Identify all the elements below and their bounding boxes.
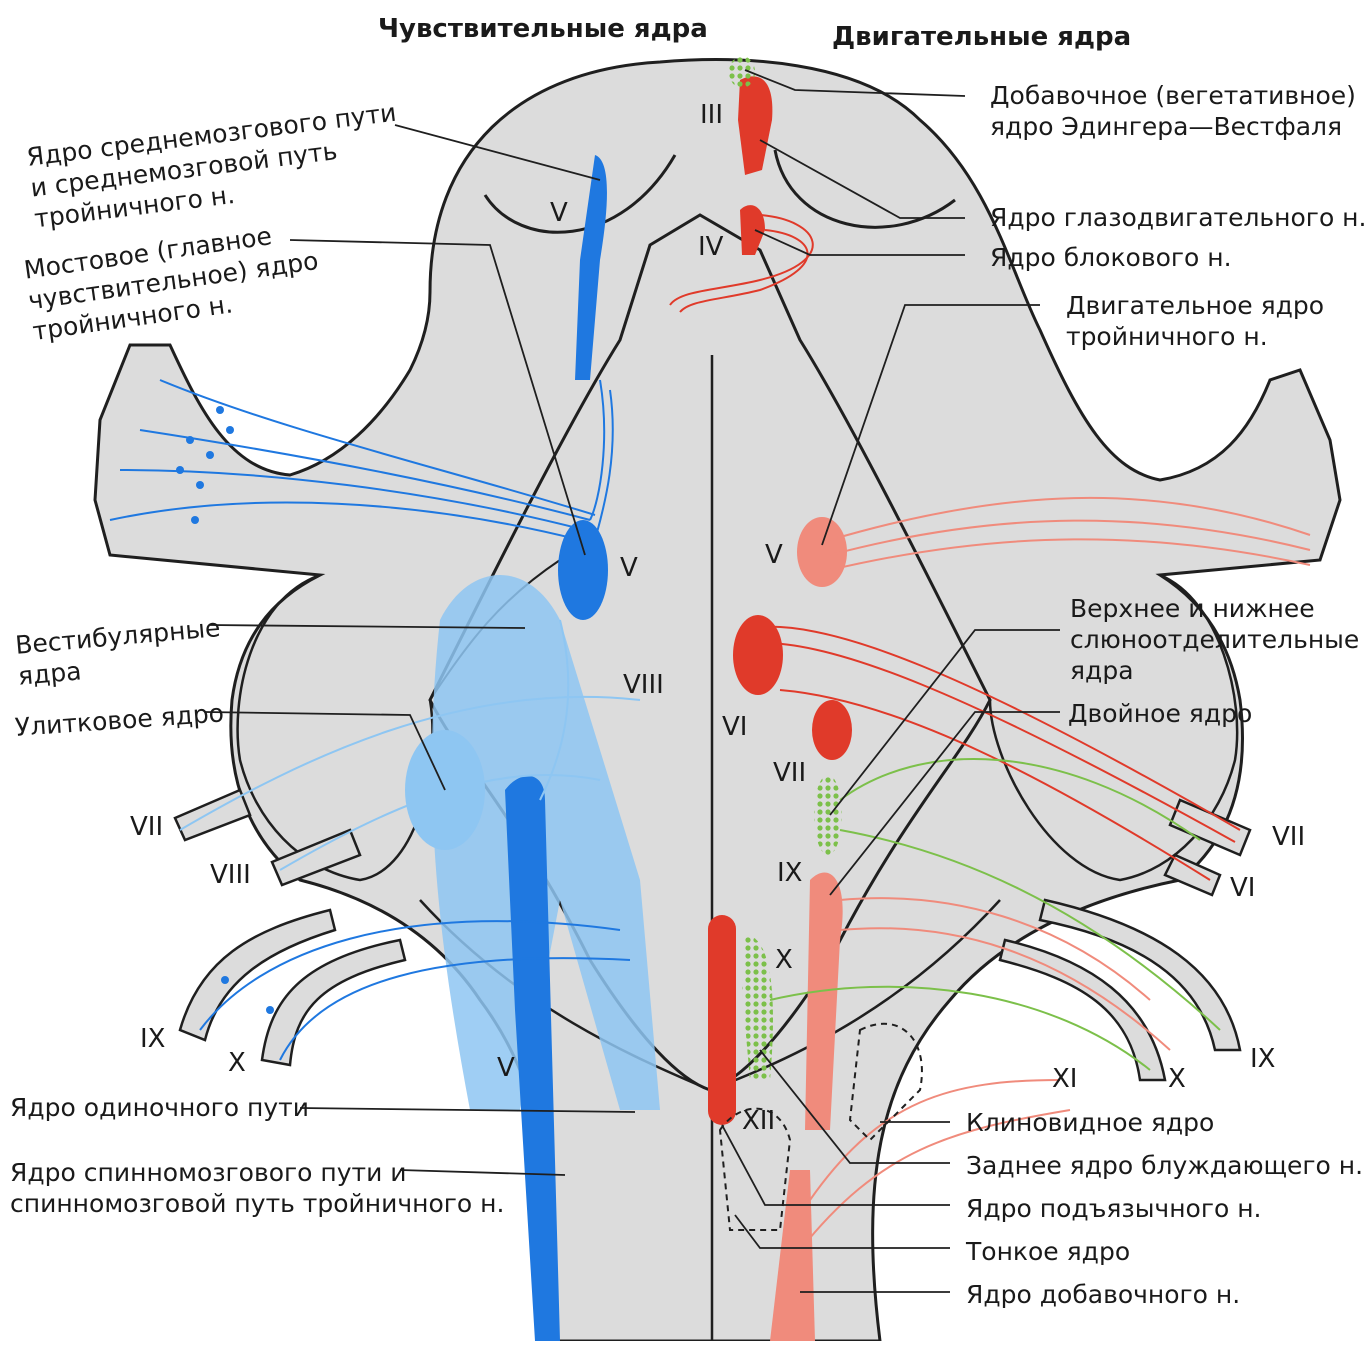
label-edinger-line2: ядро Эдингера—Вестфаля [990, 111, 1356, 142]
label-spinal-line1: Ядро спинномозгового пути и [10, 1157, 504, 1188]
label-salivatory-line3: ядра [1070, 655, 1359, 686]
label-accessory: Ядро добавочного н. [966, 1279, 1240, 1310]
header-sensory: Чувствительные ядра [378, 14, 708, 44]
numeral-V-top: V [550, 198, 568, 228]
label-salivatory-line1: Верхнее и нижнее [1070, 593, 1359, 624]
label-ambiguus: Двойное ядро [1068, 698, 1252, 729]
numeral-IV: IV [698, 232, 723, 262]
label-trochlear: Ядро блокового н. [990, 242, 1232, 273]
numeral-XI: XI [1052, 1064, 1077, 1094]
label-edinger: Добавочное (вегетативное) ядро Эдингера—… [990, 80, 1356, 142]
label-spinal: Ядро спинномозгового пути и спинномозгов… [10, 1157, 504, 1219]
label-trigeminal-motor: Двигательное ядро тройничного н. [1066, 290, 1324, 352]
label-vagus-dorsal: Заднее ядро блуждающего н. [966, 1150, 1363, 1181]
label-cuneate: Клиновидное ядро [966, 1107, 1214, 1138]
numeral-VII-inner: VII [773, 758, 806, 788]
numeral-IX-right: IX [1250, 1044, 1275, 1074]
numeral-X-inner: X [775, 945, 793, 975]
numeral-XII: XII [742, 1106, 775, 1136]
label-solitary: Ядро одиночного пути [10, 1092, 309, 1123]
numeral-III: III [700, 100, 723, 130]
label-oculomotor: Ядро глазодвигательного н. [990, 202, 1366, 233]
numeral-VI-right: VI [1230, 873, 1255, 903]
numeral-X-left: X [228, 1048, 246, 1078]
numeral-VII-left: VII [130, 812, 163, 842]
numeral-V-motor: V [765, 540, 783, 570]
numeral-V-spinal: V [497, 1053, 515, 1083]
label-salivatory: Верхнее и нижнее слюноотделительные ядра [1070, 593, 1359, 686]
label-gracile: Тонкое ядро [966, 1236, 1130, 1267]
numeral-VIII-inner: VIII [623, 670, 664, 700]
header-motor: Двигательные ядра [832, 22, 1131, 52]
label-edinger-line1: Добавочное (вегетативное) [990, 80, 1356, 111]
label-spinal-line2: спинномозговой путь тройничного н. [10, 1188, 504, 1219]
label-trigeminal-motor-line1: Двигательное ядро [1066, 290, 1324, 321]
numeral-IX-left: IX [140, 1024, 165, 1054]
label-hypoglossal: Ядро подъязычного н. [966, 1193, 1262, 1224]
numeral-V-pontine: V [620, 553, 638, 583]
numeral-VII-right: VII [1272, 822, 1305, 852]
numeral-VI-inner: VI [722, 712, 747, 742]
numeral-IX-inner: IX [777, 858, 802, 888]
label-salivatory-line2: слюноотделительные [1070, 624, 1359, 655]
numeral-X-right: X [1168, 1064, 1186, 1094]
numeral-VIII-left: VIII [210, 860, 251, 890]
label-trigeminal-motor-line2: тройничного н. [1066, 321, 1324, 352]
